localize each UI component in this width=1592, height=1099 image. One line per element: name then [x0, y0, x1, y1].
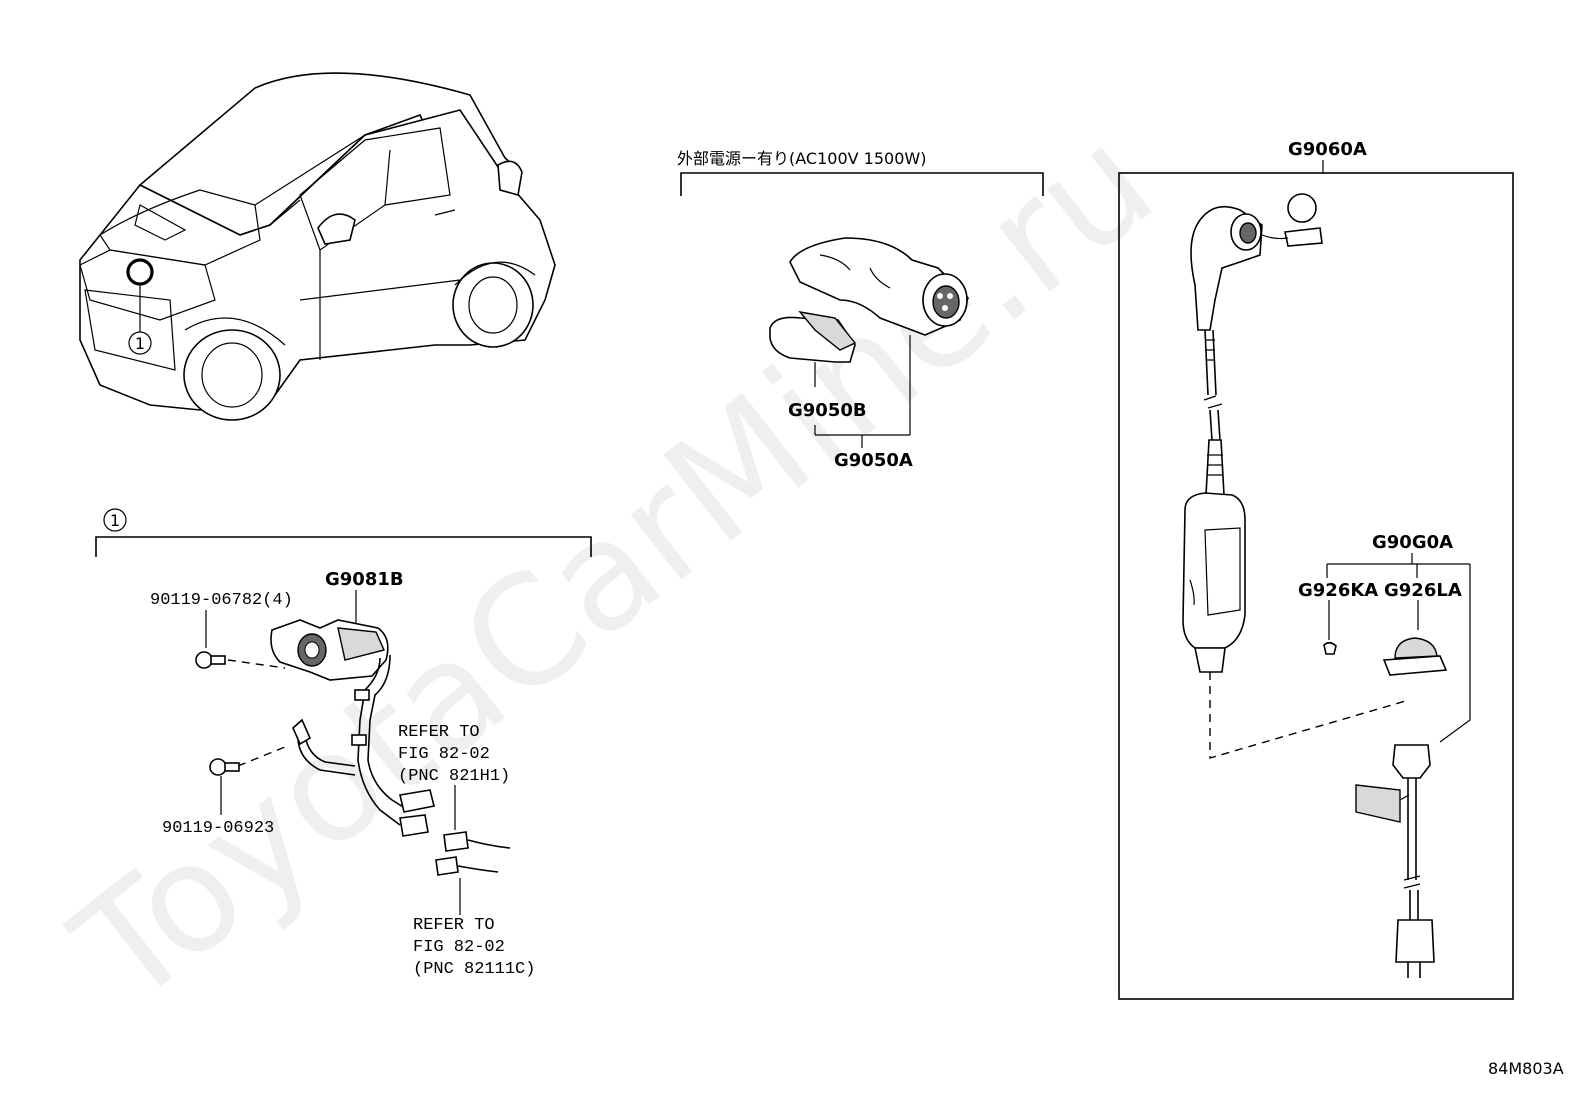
label-g9060a: G9060A — [1288, 139, 1367, 160]
adapter-body — [789, 237, 969, 336]
kit-frame — [1118, 172, 1514, 1000]
ref1-line3: (PNC 821H1) — [398, 767, 510, 786]
label-g926ka: G926KA — [1298, 580, 1378, 601]
bolt-2 — [209, 758, 240, 776]
label-g926la: G926LA — [1384, 580, 1462, 601]
charger-kit-group: G9060A — [1118, 139, 1514, 1000]
callout-number: 1 — [135, 334, 145, 353]
external-power-heading: 外部電源ー有り(AC100V 1500W) — [677, 149, 926, 168]
household-plug — [1395, 919, 1435, 963]
ref1-line2: FIG 82-02 — [398, 745, 490, 764]
bolt-1 — [195, 651, 226, 669]
figure-code: 84M803A — [1488, 1059, 1564, 1078]
label-g90g0a: G90G0A — [1372, 532, 1453, 553]
label-g9081b: G9081B — [325, 569, 404, 590]
external-power-group: 外部電源ー有り(AC100V 1500W) G9050B G9050A — [677, 149, 1044, 471]
callout-circle — [128, 331, 152, 355]
small-clip — [1323, 641, 1337, 655]
label-bolt-1: 90119-06782(4) — [150, 591, 293, 610]
charge-port-marker — [126, 258, 154, 286]
charging-inlet-group: 1 G9081B 90119-06782(4) 901 — [95, 508, 592, 979]
ref2-line1: REFER TO — [413, 916, 495, 935]
label-g9050b: G9050B — [788, 400, 867, 421]
protective-cap — [1382, 637, 1448, 676]
ref2-line2: FIG 82-02 — [413, 938, 505, 957]
section-callout — [103, 508, 127, 532]
ref1-line1: REFER TO — [398, 723, 480, 742]
label-bolt-2: 90119-06923 — [162, 819, 274, 838]
ref2-line3: (PNC 82111C) — [413, 960, 535, 979]
car-illustration: 1 — [79, 72, 556, 421]
section-callout-number: 1 — [110, 511, 120, 530]
front-wheel — [183, 329, 281, 421]
control-box — [1182, 492, 1246, 649]
label-g9050a: G9050A — [834, 450, 913, 471]
